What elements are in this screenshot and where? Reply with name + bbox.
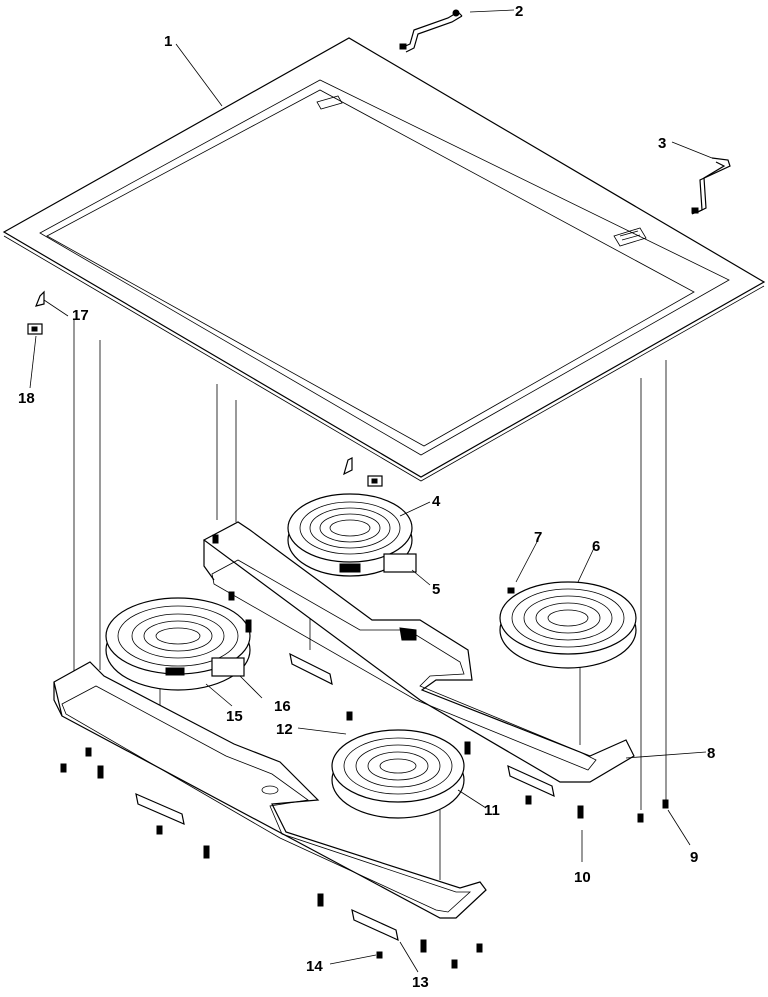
callout-12: 12 bbox=[276, 721, 293, 738]
surface-element-4 bbox=[287, 493, 417, 577]
callout-18: 18 bbox=[18, 390, 35, 407]
callout-6: 6 bbox=[592, 538, 600, 555]
callout-leaders bbox=[29, 9, 713, 973]
callout-1: 1 bbox=[164, 33, 172, 50]
callout-8: 8 bbox=[707, 745, 715, 762]
hold-down-clamps bbox=[135, 652, 555, 942]
rail-lower bbox=[53, 661, 487, 919]
surface-element-11 bbox=[331, 729, 465, 819]
callout-7: 7 bbox=[534, 529, 542, 546]
surface-element-15 bbox=[105, 597, 251, 691]
assembly-guide-lines bbox=[73, 320, 667, 880]
clip-left bbox=[27, 290, 45, 335]
cooktop-top-panel bbox=[2, 37, 766, 482]
callout-16: 16 bbox=[274, 698, 291, 715]
callout-2: 2 bbox=[515, 3, 523, 20]
callout-17: 17 bbox=[72, 307, 89, 324]
callout-4: 4 bbox=[432, 493, 441, 510]
rail-upper bbox=[202, 521, 635, 783]
bracket-right bbox=[691, 157, 731, 215]
callout-11: 11 bbox=[484, 802, 500, 819]
callout-15: 15 bbox=[226, 708, 243, 725]
callout-10: 10 bbox=[574, 869, 591, 886]
callout-3: 3 bbox=[658, 135, 666, 152]
surface-element-6 bbox=[499, 581, 637, 669]
callout-labels: 1 2 3 4 5 6 7 8 9 10 11 12 13 14 15 16 1… bbox=[18, 3, 715, 991]
callout-14: 14 bbox=[306, 958, 323, 975]
screws bbox=[60, 534, 669, 969]
bracket-top bbox=[399, 9, 463, 53]
clip-center bbox=[343, 457, 383, 487]
callout-5: 5 bbox=[432, 581, 440, 598]
callout-9: 9 bbox=[690, 849, 698, 866]
callout-13: 13 bbox=[412, 974, 429, 991]
